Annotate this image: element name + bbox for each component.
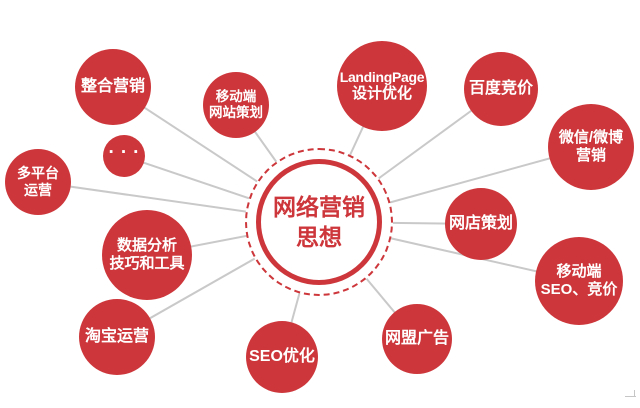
- node-label: 网盟广告: [384, 329, 449, 347]
- node-wechat-weibo-marketing: 微信/微博 营销: [548, 104, 634, 190]
- center-title-line: 思想: [296, 224, 342, 250]
- node-label: 数据分析: [116, 237, 177, 255]
- node-mobile-seo-bidding: 移动端 SEO、竞价: [535, 237, 623, 325]
- node-data-analysis-tools: 数据分析 技巧和工具: [102, 210, 192, 300]
- center-node: 网络营销 思想: [245, 148, 393, 296]
- center-title-line: 网络营销: [273, 194, 365, 220]
- node-label: SEO、竞价: [540, 281, 618, 298]
- center-node-inner: 网络营销 思想: [256, 159, 382, 285]
- node-more-ellipsis: ···: [103, 135, 145, 177]
- node-label: 网店策划: [448, 214, 513, 232]
- node-label: 运营: [24, 182, 52, 198]
- node-label: 多平台: [17, 165, 59, 182]
- node-landingpage-design: LandingPage 设计优化: [337, 41, 427, 131]
- node-label: 技巧和工具: [109, 255, 185, 272]
- node-label: 整合营销: [80, 77, 145, 95]
- node-label: 营销: [575, 147, 606, 164]
- node-online-store-planning: 网店策划: [445, 188, 517, 260]
- node-label: 网站策划: [209, 105, 263, 120]
- node-label: 移动端: [215, 89, 257, 105]
- node-label: 设计优化: [351, 85, 412, 103]
- node-label: 移动端: [556, 263, 602, 281]
- node-integrated-marketing: 整合营销: [75, 49, 151, 125]
- node-label: 淘宝运营: [84, 327, 149, 345]
- ellipsis-dots: ···: [108, 141, 146, 163]
- node-baidu-bidding: 百度竞价: [464, 52, 538, 126]
- node-taobao-operations: 淘宝运营: [79, 299, 155, 375]
- node-label: LandingPage: [339, 68, 425, 85]
- node-mobile-site-planning: 移动端 网站策划: [203, 72, 269, 138]
- node-seo-optimization: SEO优化: [246, 321, 318, 393]
- watermark-mark: [625, 389, 636, 397]
- node-label: SEO优化: [249, 347, 315, 365]
- node-multi-platform-operations: 多平台 运营: [5, 149, 71, 215]
- node-ad-network: 网盟广告: [382, 304, 452, 374]
- node-label: 百度竞价: [468, 79, 533, 97]
- node-label: 微信/微博: [558, 129, 624, 147]
